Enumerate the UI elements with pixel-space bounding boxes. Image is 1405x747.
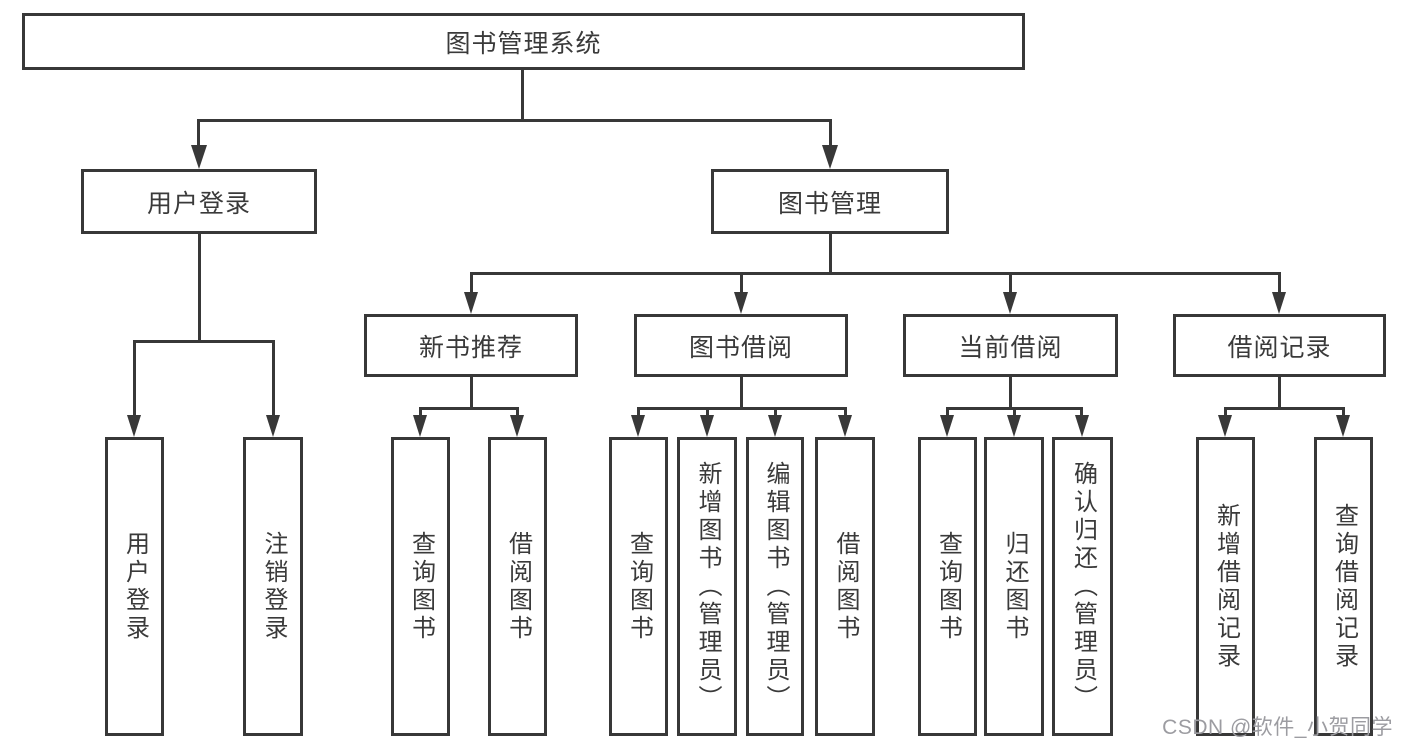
- connector-line: [637, 407, 640, 417]
- arrow-down-icon: [822, 145, 838, 169]
- node-user-login: 用户登录: [81, 169, 317, 234]
- connector-line: [516, 407, 519, 417]
- leaf-edit-book-admin: 编辑图书（管理员）: [746, 437, 804, 736]
- connector-line: [1080, 407, 1083, 417]
- connector-line: [1224, 407, 1227, 417]
- connector-line: [740, 272, 743, 295]
- connector-line: [740, 377, 743, 410]
- connector-line: [774, 407, 777, 417]
- leaf-borrow-books: 借阅图书: [815, 437, 875, 736]
- arrow-down-icon: [1007, 415, 1021, 437]
- node-book-management: 图书管理: [711, 169, 949, 234]
- connector-line: [637, 407, 847, 410]
- connector-line: [470, 272, 473, 295]
- arrow-down-icon: [1336, 415, 1350, 437]
- arrow-down-icon: [127, 415, 141, 437]
- arrow-down-icon: [1003, 292, 1017, 314]
- arrow-down-icon: [734, 292, 748, 314]
- connector-line: [706, 407, 709, 417]
- arrow-down-icon: [464, 292, 478, 314]
- arrow-down-icon: [700, 415, 714, 437]
- leaf-borrow-books-recommend: 借阅图书: [488, 437, 547, 736]
- node-book-borrow: 图书借阅: [634, 314, 848, 377]
- node-current-borrow: 当前借阅: [903, 314, 1118, 377]
- leaf-add-borrow-record: 新增借阅记录: [1196, 437, 1255, 736]
- leaf-user-login: 用户登录: [105, 437, 164, 736]
- connector-line: [419, 407, 422, 417]
- connector-line: [1013, 407, 1016, 417]
- connector-line: [844, 407, 847, 417]
- connector-line: [198, 234, 201, 343]
- connector-line: [470, 377, 473, 410]
- leaf-logout: 注销登录: [243, 437, 303, 736]
- connector-line: [470, 272, 1281, 275]
- connector-line: [946, 407, 949, 417]
- connector-line: [197, 119, 200, 148]
- connector-line: [1278, 377, 1281, 410]
- arrow-down-icon: [510, 415, 524, 437]
- arrow-down-icon: [631, 415, 645, 437]
- arrow-down-icon: [1218, 415, 1232, 437]
- arrow-down-icon: [1075, 415, 1089, 437]
- leaf-query-books-recommend: 查询图书: [391, 437, 450, 736]
- connector-line: [1342, 407, 1345, 417]
- arrow-down-icon: [413, 415, 427, 437]
- node-library-system: 图书管理系统: [22, 13, 1025, 70]
- leaf-query-borrow-record: 查询借阅记录: [1314, 437, 1373, 736]
- arrow-down-icon: [768, 415, 782, 437]
- node-new-book-recommend: 新书推荐: [364, 314, 578, 377]
- leaf-query-books-borrow: 查询图书: [609, 437, 668, 736]
- connector-line: [521, 69, 524, 120]
- connector-line: [829, 234, 832, 273]
- connector-line: [419, 407, 519, 410]
- connector-line: [133, 340, 275, 343]
- connector-line: [1009, 272, 1012, 295]
- connector-line: [1224, 407, 1345, 410]
- connector-line: [1278, 272, 1281, 295]
- watermark-text: CSDN @软件_小贺同学: [1162, 716, 1393, 739]
- connector-line: [272, 340, 275, 417]
- leaf-confirm-return-admin: 确认归还（管理员）: [1052, 437, 1113, 736]
- arrow-down-icon: [940, 415, 954, 437]
- leaf-return-book: 归还图书: [984, 437, 1044, 736]
- connector-line: [1009, 377, 1012, 410]
- arrow-down-icon: [1272, 292, 1286, 314]
- leaf-query-books-current: 查询图书: [918, 437, 977, 736]
- connector-line: [133, 340, 136, 417]
- arrow-down-icon: [191, 145, 207, 169]
- node-borrow-records: 借阅记录: [1173, 314, 1386, 377]
- leaf-add-book-admin: 新增图书（管理员）: [677, 437, 737, 736]
- connector-line: [198, 119, 832, 122]
- arrow-down-icon: [266, 415, 280, 437]
- connector-line: [829, 119, 832, 148]
- arrow-down-icon: [838, 415, 852, 437]
